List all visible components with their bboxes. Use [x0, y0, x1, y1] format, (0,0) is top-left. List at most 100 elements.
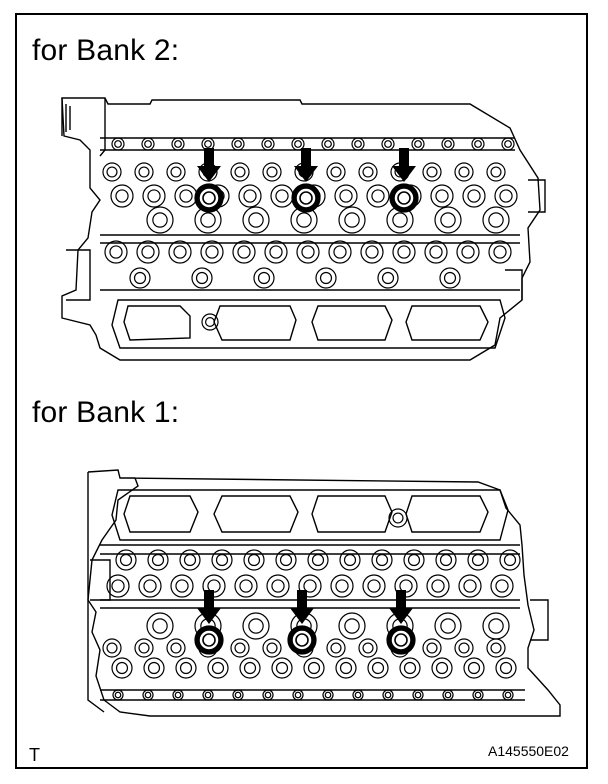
bolt-hole	[115, 189, 129, 203]
bolt-boss	[292, 689, 304, 701]
marked-plug-hole-ring	[198, 187, 220, 209]
bolt-boss	[462, 184, 486, 208]
bolt-hole	[463, 579, 477, 593]
bolt-hole	[179, 661, 193, 675]
marked-plug-hole-ring	[291, 629, 313, 651]
bolt-hole	[266, 166, 278, 178]
bolt-boss	[234, 574, 258, 598]
bolt-hole	[474, 691, 482, 699]
bolt-hole	[204, 691, 212, 699]
bolt-hole	[141, 245, 155, 259]
bolt-boss	[334, 184, 358, 208]
bolt-boss	[102, 162, 122, 182]
bolt-hole	[504, 691, 512, 699]
bolt-boss	[381, 137, 395, 151]
bank2-label: for Bank 2:	[32, 34, 180, 67]
bolt-hole	[307, 661, 321, 675]
bolt-hole	[114, 140, 122, 148]
bolt-hole	[271, 579, 285, 593]
bolt-hole	[205, 245, 219, 259]
bolt-boss	[411, 137, 425, 151]
bolt-hole	[330, 166, 342, 178]
bolt-boss	[112, 689, 124, 701]
bolt-boss	[377, 267, 399, 289]
bolt-hole	[119, 553, 133, 567]
bolt-hole	[397, 245, 411, 259]
bolt-boss	[291, 137, 305, 151]
bolt-hole	[174, 140, 182, 148]
bolt-boss	[266, 574, 290, 598]
down-arrow-icon	[294, 148, 318, 182]
marked-plug-hole-center	[394, 633, 408, 647]
bolt-hole	[183, 553, 197, 567]
bolt-boss	[488, 240, 512, 264]
figure-code: A145550E02	[488, 743, 569, 759]
bolt-hole	[344, 212, 360, 228]
bolt-hole	[324, 691, 332, 699]
bolt-hole	[115, 661, 129, 675]
bolt-boss	[338, 612, 366, 640]
bolt-hole	[205, 317, 216, 328]
bolt-hole	[371, 661, 385, 675]
bolt-hole	[301, 245, 315, 259]
bolt-hole	[435, 661, 449, 675]
bolt-hole	[414, 140, 422, 148]
bolt-boss	[200, 240, 224, 264]
bolt-hole	[503, 553, 517, 567]
bolt-boss	[271, 657, 293, 679]
bolt-hole	[243, 189, 257, 203]
bolt-boss	[239, 657, 261, 679]
bolt-boss	[141, 137, 155, 151]
bolt-boss	[207, 657, 229, 679]
bolt-hole	[138, 642, 150, 654]
bolt-boss	[339, 549, 361, 571]
bolt-boss	[231, 137, 245, 151]
bolt-boss	[232, 689, 244, 701]
bolt-boss	[338, 206, 366, 234]
bolt-boss	[501, 137, 515, 151]
bolt-hole	[444, 140, 452, 148]
bolt-hole	[215, 553, 229, 567]
bolt-boss	[441, 137, 455, 151]
bolt-hole	[343, 553, 357, 567]
bolt-boss	[115, 549, 137, 571]
bolt-hole	[493, 245, 507, 259]
bolt-boss	[454, 638, 474, 658]
bolt-hole	[324, 140, 332, 148]
bolt-boss	[358, 162, 378, 182]
marked-plug-hole-center	[295, 633, 309, 647]
marked-plug-hole-ring	[390, 629, 412, 651]
bolt-hole	[111, 579, 125, 593]
bolt-boss	[166, 638, 186, 658]
bolt-hole	[471, 553, 485, 567]
bolt-hole	[234, 642, 246, 654]
bolt-hole	[275, 189, 289, 203]
bolt-hole	[458, 166, 470, 178]
bolt-boss	[303, 657, 325, 679]
bolt-hole	[339, 189, 353, 203]
bolt-hole	[152, 212, 168, 228]
bolt-boss	[467, 549, 489, 571]
bolt-boss	[430, 184, 454, 208]
bolt-hole	[211, 661, 225, 675]
bolt-hole	[440, 618, 456, 634]
bolt-boss	[171, 137, 185, 151]
bolt-hole	[339, 661, 353, 675]
bolt-boss	[362, 574, 386, 598]
bolt-boss	[422, 162, 442, 182]
bolt-boss	[435, 549, 457, 571]
bolt-boss	[238, 184, 262, 208]
bolt-hole	[381, 271, 395, 285]
marked-plug-hole-ring	[295, 187, 317, 209]
bolt-hole	[443, 271, 457, 285]
bolt-hole	[234, 166, 246, 178]
bolt-hole	[440, 212, 456, 228]
down-arrow-icon	[389, 590, 413, 624]
bolt-hole	[143, 579, 157, 593]
bolt-boss	[326, 162, 346, 182]
bolt-boss	[110, 184, 134, 208]
bolt-hole	[392, 512, 404, 524]
bolt-hole	[294, 691, 302, 699]
marked-plug-hole-center	[397, 191, 411, 205]
bolt-hole	[257, 271, 271, 285]
